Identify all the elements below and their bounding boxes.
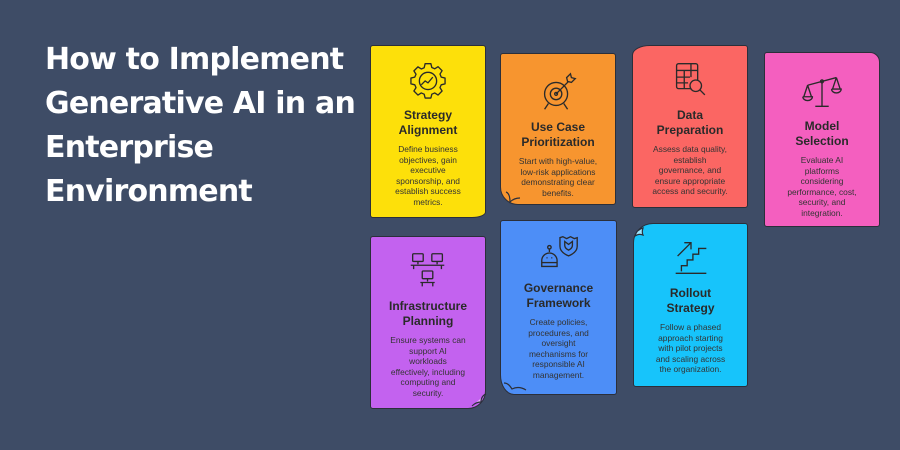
page-curl-icon bbox=[503, 382, 527, 391]
stairs-arrow-icon bbox=[668, 238, 714, 278]
page-curl-icon bbox=[471, 393, 487, 407]
network-computers-icon bbox=[405, 251, 451, 291]
target-arrow-icon bbox=[535, 72, 581, 112]
table-search-icon bbox=[667, 60, 713, 100]
page-curl-icon bbox=[634, 227, 645, 238]
title-line: How to Implement bbox=[45, 42, 344, 77]
gear-chart-icon bbox=[405, 60, 451, 100]
balance-scale-icon bbox=[799, 71, 845, 111]
title-line: Environment bbox=[45, 174, 253, 209]
page-curl-icon bbox=[505, 191, 521, 204]
card-description: Start with high-value,low-risk applicati… bbox=[518, 156, 598, 198]
page-title: How to Implement Generative AI in an Ent… bbox=[45, 38, 375, 214]
robot-shield-icon bbox=[536, 233, 582, 273]
title-line: Enterprise bbox=[45, 130, 214, 165]
title-line: Generative AI in an bbox=[45, 86, 356, 121]
